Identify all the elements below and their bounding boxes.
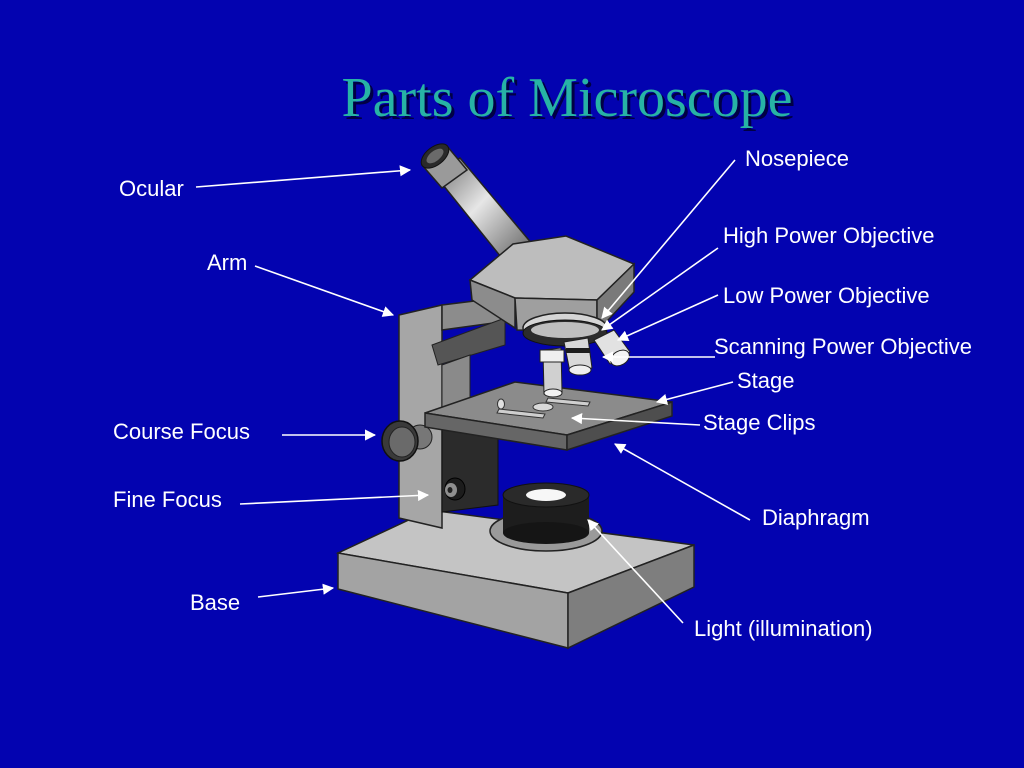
leader-fine-focus	[239, 489, 430, 505]
stage-clip-right	[545, 397, 591, 407]
illuminator	[489, 482, 603, 552]
slide-title: Parts of Microscope	[341, 67, 793, 129]
label-low-power-objective: Low Power Objective	[723, 283, 930, 308]
label-arm: Arm	[207, 250, 248, 275]
stage-clip-left	[496, 398, 546, 419]
leader-light	[587, 519, 684, 624]
leader-stage-clips	[570, 412, 701, 426]
leader-low-power	[616, 294, 719, 341]
fine-focus-knob	[444, 477, 466, 501]
label-course-focus: Course Focus	[113, 419, 250, 444]
label-ocular: Ocular	[119, 176, 184, 201]
leader-nosepiece	[601, 159, 736, 319]
label-high-power-objective: High Power Objective	[723, 223, 935, 248]
microscope-base	[335, 509, 695, 650]
leader-high-power	[601, 247, 719, 331]
leader-stage	[655, 381, 734, 405]
label-light: Light (illumination)	[694, 616, 873, 641]
leader-diaphragm	[614, 443, 751, 521]
label-scanning-power-objective: Scanning Power Objective	[714, 334, 973, 359]
scanning-power-objective	[593, 329, 631, 367]
label-fine-focus: Fine Focus	[113, 487, 222, 512]
label-stage-clips: Stage Clips	[703, 410, 816, 435]
label-stage: Stage	[737, 368, 795, 393]
label-nosepiece: Nosepiece	[745, 146, 849, 171]
leader-lines	[195, 159, 751, 624]
label-base: Base	[190, 590, 241, 615]
label-diaphragm: Diaphragm	[762, 505, 870, 530]
leader-ocular	[195, 165, 412, 188]
coarse-focus-knob	[381, 420, 433, 462]
high-power-objective	[539, 347, 565, 398]
microscope-stage	[424, 381, 673, 452]
leader-arm	[254, 265, 395, 317]
low-power-objective	[563, 337, 593, 376]
leader-base	[257, 583, 335, 598]
